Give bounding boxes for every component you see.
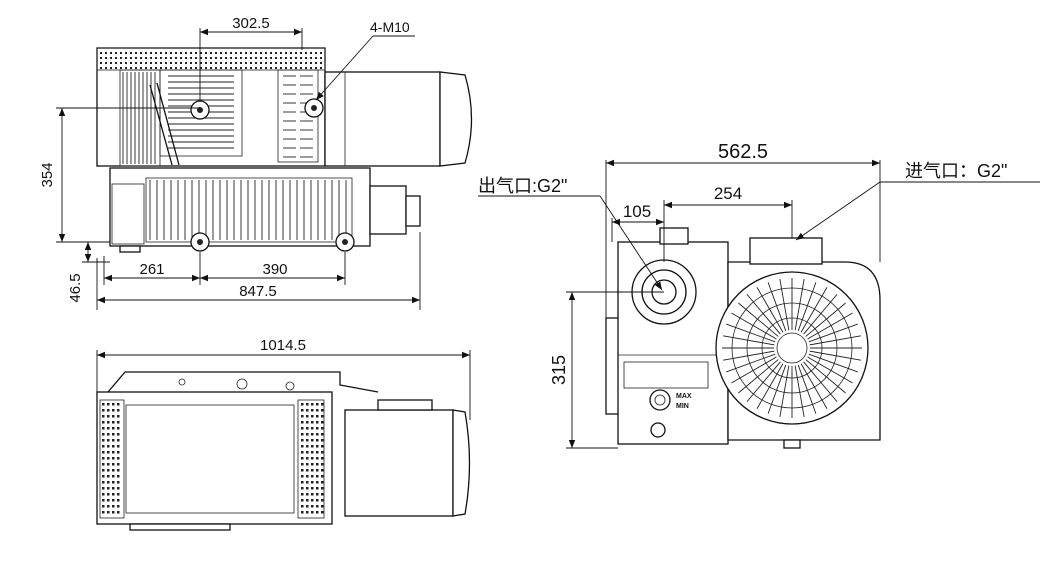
dim-plan-length-label: 1014.5: [260, 337, 306, 354]
fan-slots: [722, 278, 862, 418]
dim-side-width: 562.5: [605, 141, 881, 318]
dim-bottom-height-label: 46.5: [67, 273, 84, 302]
dim-outlet-offset-label: 105: [623, 202, 651, 221]
gauge-max-label: MAX: [676, 393, 692, 400]
dim-left-height-label: 354: [39, 162, 56, 187]
plan-motor: [344, 399, 471, 517]
bolt-spec-label: 4-M10: [370, 19, 410, 35]
dim-plan-length: 1014.5: [96, 337, 471, 420]
dim-outlet-offset: 105: [611, 200, 665, 262]
dim-offset-label: 261: [139, 261, 164, 278]
motor-body: [324, 71, 473, 167]
dim-foot-span-label: 390: [262, 261, 287, 278]
pump-body: [109, 167, 371, 247]
left-fins: [119, 69, 161, 167]
bolt-leader: 4-M10: [315, 19, 415, 101]
gauge-min-label: MIN: [676, 403, 689, 410]
dim-total-length: 847.5: [96, 232, 421, 310]
inlet-fitting: [749, 237, 823, 265]
pump-fins: [145, 177, 353, 243]
dim-foot-offsets: 261 390: [103, 252, 346, 285]
dim-left-height: 354: [39, 107, 200, 243]
dim-total-length-label: 847.5: [239, 283, 277, 300]
drain-plug: [650, 422, 666, 438]
plan-view: 1014.5: [96, 337, 471, 531]
dim-top-width: 302.5: [199, 15, 303, 100]
outlet-label: 出气口:G2": [478, 176, 567, 196]
dim-bottom-height: 46.5: [67, 242, 110, 303]
inlet-leader: 进气口：G2": [795, 161, 1040, 241]
foot-pad: [119, 245, 141, 253]
side-view: MAX MIN 562.5 254 105: [478, 141, 1040, 449]
dim-side-height: 315: [549, 291, 664, 449]
shaft-coupling: [369, 185, 421, 235]
sight-glass: [649, 389, 671, 411]
dim-top-width-label: 302.5: [232, 15, 270, 32]
dim-inlet-offset-label: 254: [714, 184, 742, 203]
front-view: 302.5 4-M10 354 261 390 46: [39, 15, 473, 310]
plan-perforations: [99, 399, 325, 519]
plan-top-profile: [107, 371, 379, 393]
plan-main-box: [96, 391, 333, 525]
outlet-leader: 出气口:G2": [478, 176, 663, 291]
fan-grille: [715, 271, 869, 425]
inlet-label: 进气口：G2": [905, 161, 1007, 181]
dim-side-width-label: 562.5: [718, 141, 768, 163]
dim-inlet-offset: 254: [664, 184, 793, 238]
diagonal-strut: [149, 84, 173, 166]
dim-side-height-label: 315: [549, 355, 569, 385]
